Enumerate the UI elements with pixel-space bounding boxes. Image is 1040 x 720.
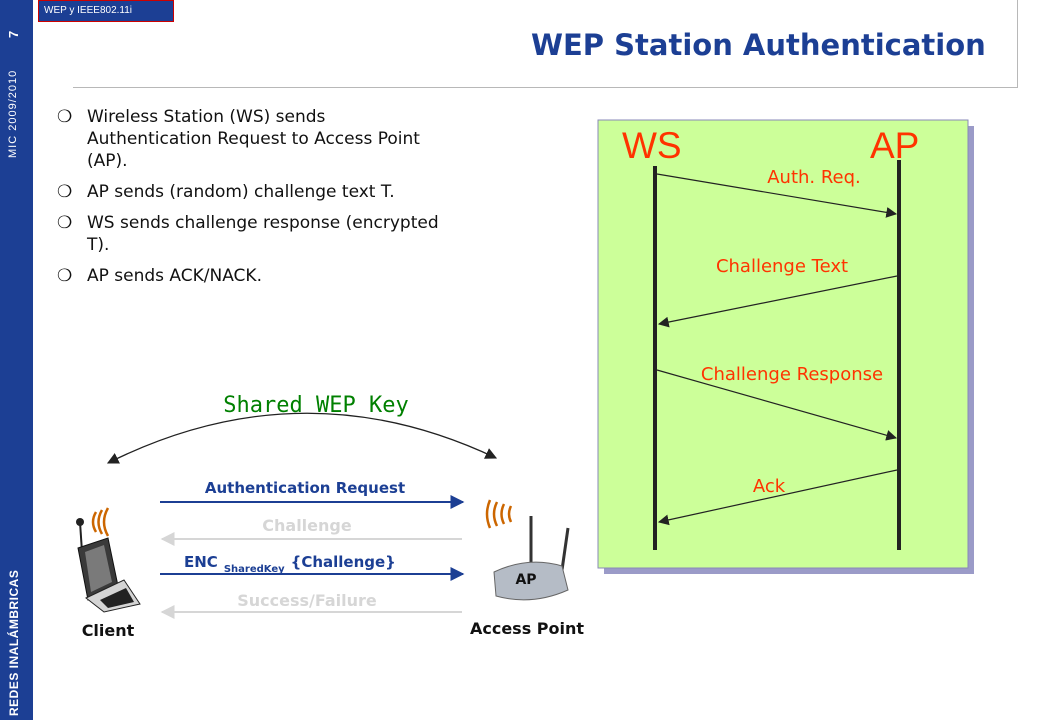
bullet-line: (AP). <box>87 151 128 171</box>
message-challenge-text: Challenge Text <box>716 256 848 277</box>
message-auth-req: Auth. Req. <box>767 167 861 188</box>
client-label: Client <box>82 621 135 640</box>
title-divider-vertical <box>1017 0 1018 88</box>
bullet-item: ❍ AP sends ACK/NACK. <box>57 265 517 287</box>
bullet-icon: ❍ <box>57 182 73 202</box>
sidebar: REDES INALÁMBRICAS MIC 2009/2010 7 <box>0 0 33 720</box>
shared-key-label: Shared WEP Key <box>223 393 408 418</box>
bullet-line: Authentication Request to Access Point <box>87 129 420 149</box>
bullet-line: T). <box>87 235 110 255</box>
actor-ap: AP <box>870 125 919 166</box>
bullet-item: ❍ Wireless Station (WS) sends Authentica… <box>57 106 517 172</box>
title-divider <box>73 87 1018 88</box>
message-challenge: Challenge <box>262 516 352 535</box>
arrow-auth-request <box>656 173 898 218</box>
message-encrypted-challenge: ENC SharedKey {Challenge} <box>184 553 396 575</box>
message-challenge-response: Challenge Response <box>701 364 883 385</box>
bullet-line: AP sends ACK/NACK. <box>87 266 262 286</box>
actor-ws: WS <box>622 125 682 166</box>
message-authentication-request: Authentication Request <box>205 479 405 497</box>
message-ack: Ack <box>753 476 786 497</box>
access-point-label: Access Point <box>470 619 584 638</box>
bullet-line: AP sends (random) challenge text T. <box>87 182 395 202</box>
shared-key-arc <box>106 412 498 464</box>
signal-waves-icon <box>485 499 513 529</box>
section-tag: WEP y IEEE802.11i <box>38 0 174 22</box>
laptop-icon <box>76 518 141 613</box>
bullet-list: ❍ Wireless Station (WS) sends Authentica… <box>57 106 517 296</box>
bullet-icon: ❍ <box>57 107 73 127</box>
arrow-ack <box>657 469 898 526</box>
bullet-item: ❍ AP sends (random) challenge text T. <box>57 181 517 203</box>
arrow-challenge-response <box>656 369 898 441</box>
signal-waves-icon <box>91 507 110 537</box>
message-success-failure: Success/Failure <box>237 591 377 610</box>
arrow-challenge-text <box>657 275 898 328</box>
bullet-line: Wireless Station (WS) sends <box>87 107 326 127</box>
bullet-line: WS sends challenge response (encrypted <box>87 213 439 233</box>
ap-badge: AP <box>515 572 536 588</box>
bullet-item: ❍ WS sends challenge response (encrypted… <box>57 212 517 256</box>
bullet-icon: ❍ <box>57 213 73 233</box>
slide-title: WEP Station Authentication <box>531 28 986 62</box>
enc-prefix: ENC <box>184 553 218 571</box>
access-point-icon: AP <box>493 516 570 601</box>
bullet-icon: ❍ <box>57 266 73 286</box>
enc-suffix: {Challenge} <box>291 553 396 571</box>
enc-key: SharedKey <box>224 564 285 575</box>
